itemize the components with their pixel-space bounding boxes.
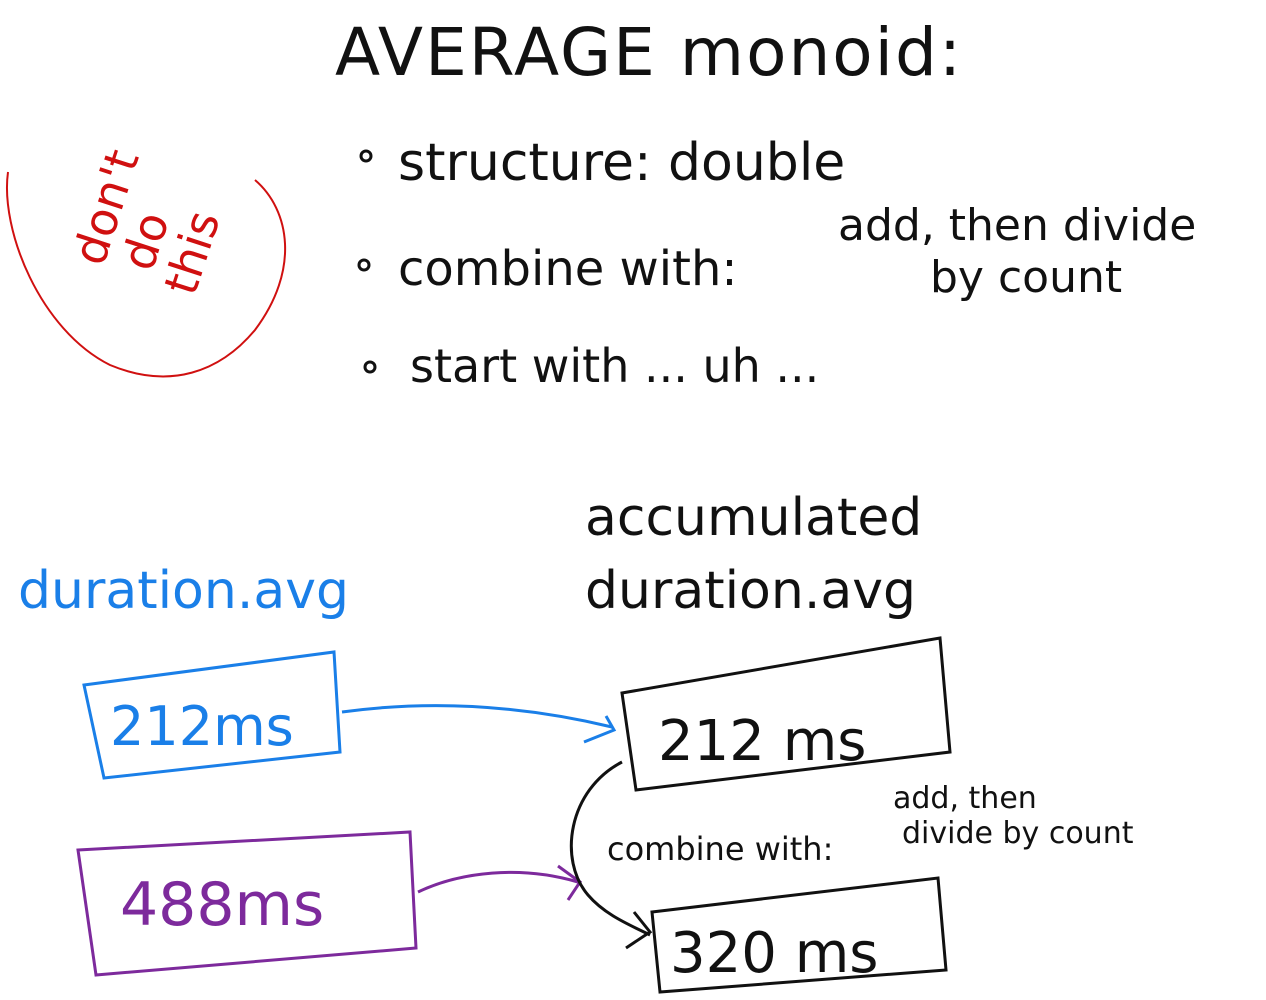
arrow-blue xyxy=(341,704,617,744)
warning-arc xyxy=(6,171,286,378)
combine-note-line1: add, then xyxy=(893,781,1037,816)
combine-note-line2: divide by count xyxy=(902,816,1134,851)
bullet-3-text: start with ... uh ... xyxy=(410,339,819,393)
bullet-list: structure: double combine with: add, the… xyxy=(357,133,1196,393)
combine-text: combine with: xyxy=(607,830,833,868)
accumulated-label-line2: duration.avg xyxy=(585,561,916,621)
arrow-combine xyxy=(569,760,653,950)
title: AVERAGE monoid: xyxy=(335,14,963,91)
input-box-1-text: 212ms xyxy=(110,695,294,758)
bullet-2-text: combine with: xyxy=(398,241,738,297)
input-label: duration.avg xyxy=(18,561,349,621)
input-box-2-text: 488ms xyxy=(120,870,324,940)
bullet-dot-3 xyxy=(363,360,377,374)
bullet-dot-1 xyxy=(359,149,373,163)
output-box-2: 320 ms xyxy=(650,876,948,994)
bullet-2-note-line2: by count xyxy=(930,252,1122,303)
bullet-1-text: structure: double xyxy=(398,133,845,193)
output-box-2-text: 320 ms xyxy=(670,921,878,986)
bullet-dot-2 xyxy=(357,258,371,272)
arrow-purple xyxy=(417,864,583,901)
warning-note: don't do this xyxy=(6,143,286,378)
output-box-1-text: 212 ms xyxy=(658,709,866,774)
output-box-1: 212 ms xyxy=(620,636,952,792)
input-box-1: 212ms xyxy=(82,650,342,780)
bullet-2-note-line1: add, then divide xyxy=(838,200,1196,251)
accumulated-label-line1: accumulated xyxy=(585,488,922,548)
input-box-2: 488ms xyxy=(76,830,418,977)
